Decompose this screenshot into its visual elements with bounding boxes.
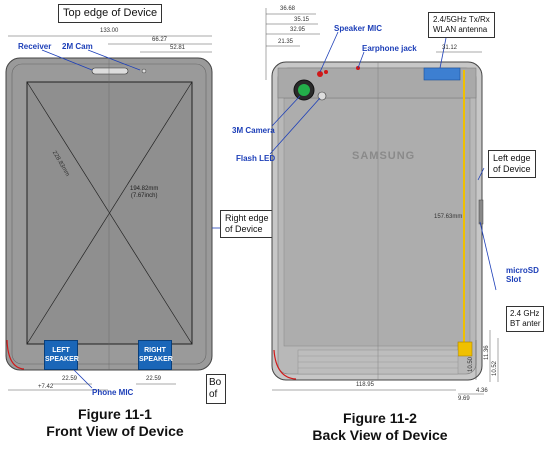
bottom-edge-partial-2: of — [209, 389, 218, 400]
cam-2m-label: 2M Cam — [62, 42, 93, 51]
right-speaker-line1: RIGHT — [144, 347, 166, 354]
left-speaker: LEFT SPEAKER — [44, 340, 79, 370]
right-edge-label: Right edge of Device — [220, 210, 274, 238]
wlan-antenna-callout: 2.4/5GHz Tx/Rx WLAN antenna — [428, 12, 495, 38]
camera-3m-label: 3M Camera — [232, 126, 275, 135]
right-edge-text: Right edge of Device — [225, 213, 269, 234]
speaker-mic-label: Speaker MIC — [334, 24, 383, 33]
back-dim-side-b: 11.36 — [484, 345, 490, 360]
microsd-label: microSD Slot — [506, 266, 539, 284]
back-dim-top-a: 36.68 — [280, 6, 296, 12]
brand-logo: SAMSUNG — [352, 150, 416, 162]
bt-line2: BT anter — [510, 319, 541, 328]
back-height-dim: 157.63mm — [434, 214, 463, 220]
earphone-jack-label: Earphone jack — [362, 44, 417, 53]
back-figure-subtitle: Back View of Device — [312, 427, 448, 443]
front-dim-b: 52.81 — [170, 45, 186, 51]
wlan-line1: 2.4/5GHz Tx/Rx — [433, 15, 490, 24]
top-edge-label: Top edge of Device — [58, 4, 163, 23]
front-dim-a: 66.27 — [152, 37, 168, 43]
left-speaker-line1: LEFT — [52, 347, 70, 354]
bottom-edge-partial-1: Bo — [209, 377, 222, 388]
back-dim-side-a: 10.50 — [468, 356, 474, 372]
left-edge-line2: of Device — [493, 164, 531, 174]
front-figure-title: Figure 11-1 — [78, 406, 152, 422]
left-speaker-line2: SPEAKER — [45, 356, 79, 363]
wlan-line2: WLAN antenna — [433, 25, 488, 34]
front-diag-b-mm: 194.82mm — [130, 186, 159, 192]
bt-antenna-callout: 2.4 GHz BT anter — [506, 306, 544, 332]
back-dim-top-e: 31.12 — [442, 45, 458, 51]
microsd-line1: microSD — [506, 266, 539, 275]
front-dim-width: 133.00 — [100, 28, 119, 34]
back-dim-bottom-d: 4.36 — [476, 388, 488, 394]
back-dim-top-d: 21.35 — [278, 39, 294, 45]
phone-mic-label: Phone MIC — [92, 388, 134, 397]
back-dim-top-c: 32.95 — [290, 27, 306, 33]
front-figure-subtitle: Front View of Device — [46, 423, 184, 439]
receiver-label: Receiver — [18, 42, 52, 51]
left-edge-line1: Left edge — [493, 153, 531, 163]
back-dim-side-c: 10.52 — [492, 360, 498, 376]
back-figure-caption: Figure 11-2 Back View of Device — [292, 410, 468, 444]
bt-line1: 2.4 GHz — [510, 309, 540, 318]
front-diag-b-inch: (7.67inch) — [130, 193, 158, 199]
bottom-edge-partial: Bo of — [206, 374, 226, 404]
front-figure-caption: Figure 11-1 Front View of Device — [30, 406, 200, 440]
front-dim-bottom-b: 22.59 — [146, 376, 162, 382]
back-figure-title: Figure 11-2 — [343, 410, 417, 426]
back-dim-bottom-c: 9.69 — [458, 396, 470, 402]
front-dim-bottom-left: +7.42 — [38, 384, 54, 390]
right-speaker: RIGHT SPEAKER — [138, 340, 173, 370]
microsd-line2: Slot — [506, 275, 522, 284]
front-dim-bottom-a: 22.59 — [62, 376, 78, 382]
front-diag-b: 194.82mm (7.67inch) — [130, 186, 158, 200]
back-dim-top-b: 35.15 — [294, 17, 310, 23]
back-dim-bottom-width: 118.95 — [356, 382, 374, 388]
right-speaker-line2: SPEAKER — [139, 356, 173, 363]
flash-led-label: Flash LED — [236, 154, 276, 163]
left-edge-callout: Left edge of Device — [488, 150, 536, 178]
